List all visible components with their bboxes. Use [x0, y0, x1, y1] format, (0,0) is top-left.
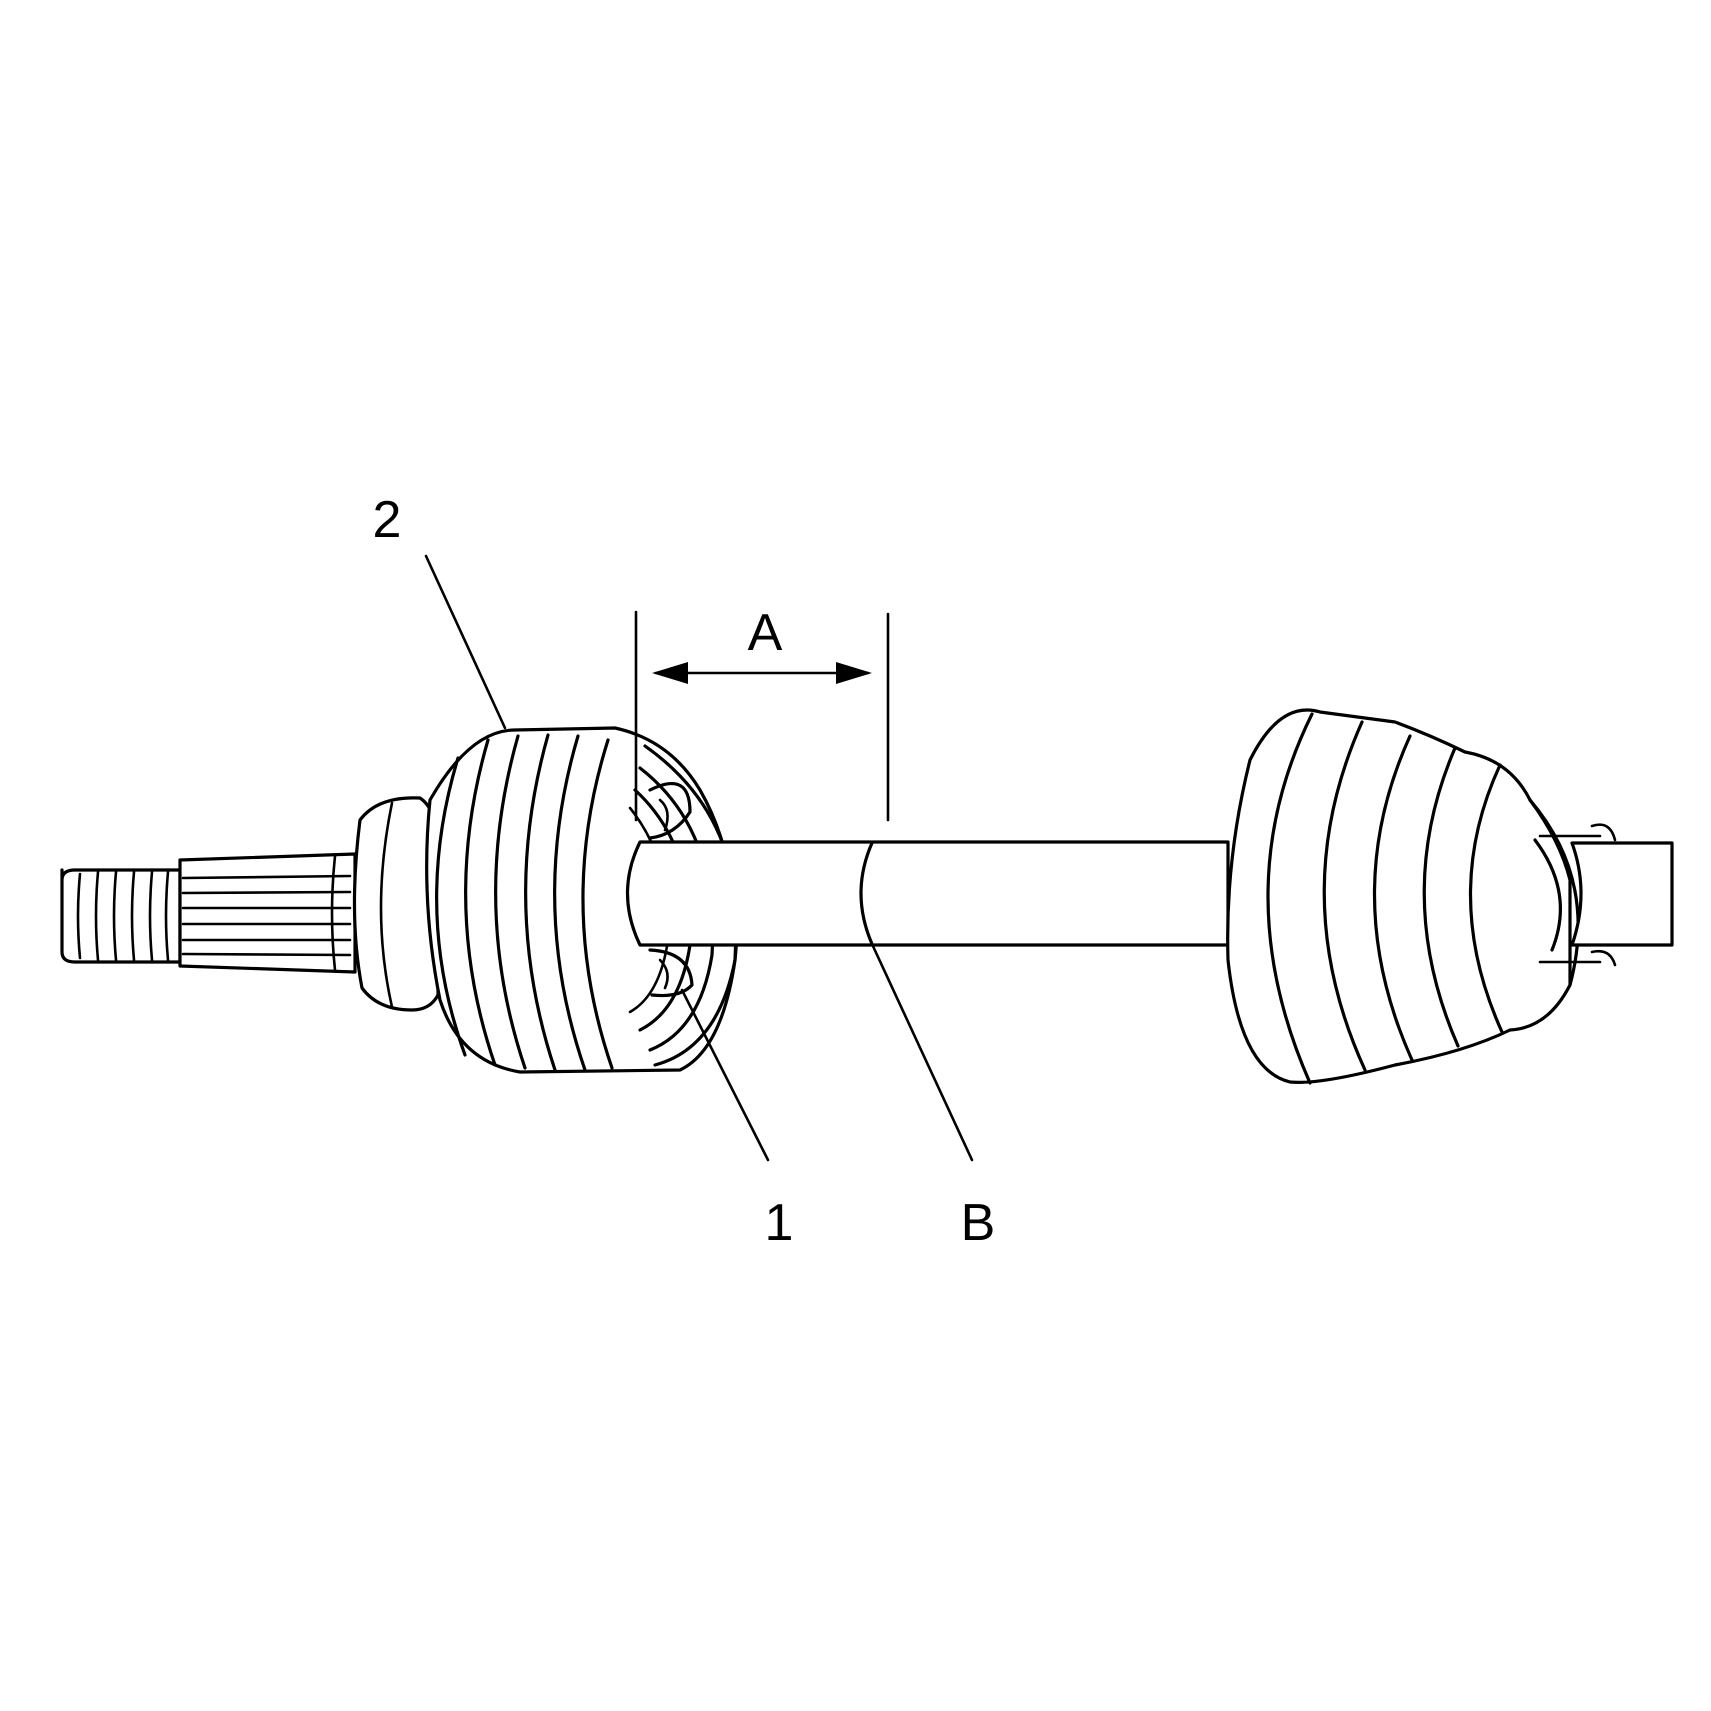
callout-a: A [748, 604, 783, 662]
dimension-a [634, 610, 890, 822]
inner-cv-boot [352, 726, 739, 1074]
callout-b: B [961, 1194, 996, 1252]
outer-cv-boot [1226, 708, 1674, 1085]
callout-1: 1 [765, 1194, 794, 1252]
retaining-clamp [648, 781, 694, 998]
arrowhead-left [652, 662, 688, 684]
splined-shaft [178, 852, 357, 974]
arrowhead-right [836, 662, 872, 684]
threaded-stub [60, 868, 182, 964]
callout-2: 2 [373, 491, 402, 549]
leader-line-b [870, 942, 974, 1162]
leader-line-2 [424, 554, 507, 730]
axle-shaft [626, 840, 1230, 947]
leader-line-1 [680, 988, 770, 1162]
